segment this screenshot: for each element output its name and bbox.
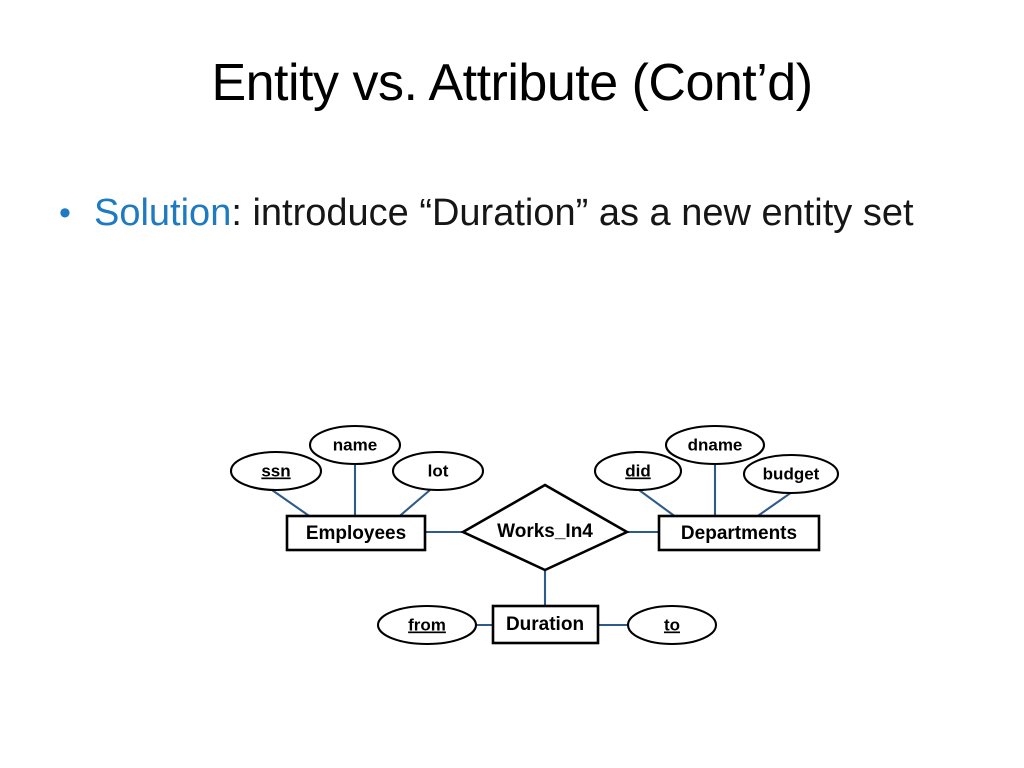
list-item: • Solution: introduce “Duration” as a ne…	[52, 186, 982, 240]
attribute-from[interactable]: from	[376, 604, 478, 646]
attribute-lot[interactable]: lot	[391, 450, 485, 492]
page-title: Entity vs. Attribute (Cont’d)	[211, 54, 813, 112]
entity-employees-label: Employees	[306, 523, 406, 544]
entity-duration[interactable]: Duration	[491, 604, 600, 645]
attribute-name-label: name	[333, 435, 377, 454]
relationship-works-in4-label: Works_In4	[497, 521, 593, 542]
bullet-text: Solution: introduce “Duration” as a new …	[94, 186, 914, 240]
attribute-lot-label: lot	[428, 461, 449, 480]
attribute-ssn[interactable]: ssn	[229, 450, 323, 492]
attribute-did[interactable]: did	[593, 450, 683, 492]
entity-departments-label: Departments	[681, 523, 797, 544]
attribute-name[interactable]: name	[308, 424, 402, 466]
attribute-to[interactable]: to	[626, 604, 718, 646]
attribute-dname-label: dname	[688, 435, 743, 454]
bullet-keyword: Solution	[94, 192, 232, 234]
attribute-budget-label: budget	[763, 464, 820, 483]
attribute-from-label: from	[408, 615, 446, 634]
bullet-rest: : introduce “Duration” as a new entity s…	[231, 192, 914, 234]
attribute-ssn-label: ssn	[261, 461, 290, 480]
attribute-did-label: did	[625, 461, 651, 480]
attribute-to-label: to	[664, 615, 680, 634]
er-diagram: ssn name lot did dname budget	[210, 410, 870, 670]
attribute-budget[interactable]: budget	[742, 453, 840, 495]
relationship-works-in4[interactable]: Works_In4	[460, 483, 630, 572]
entity-employees[interactable]: Employees	[285, 514, 427, 552]
bullet-marker-icon: •	[59, 194, 71, 232]
body-content: • Solution: introduce “Duration” as a ne…	[52, 186, 982, 240]
entity-departments[interactable]: Departments	[657, 514, 821, 552]
attribute-dname[interactable]: dname	[664, 424, 766, 466]
entity-duration-label: Duration	[506, 614, 584, 635]
